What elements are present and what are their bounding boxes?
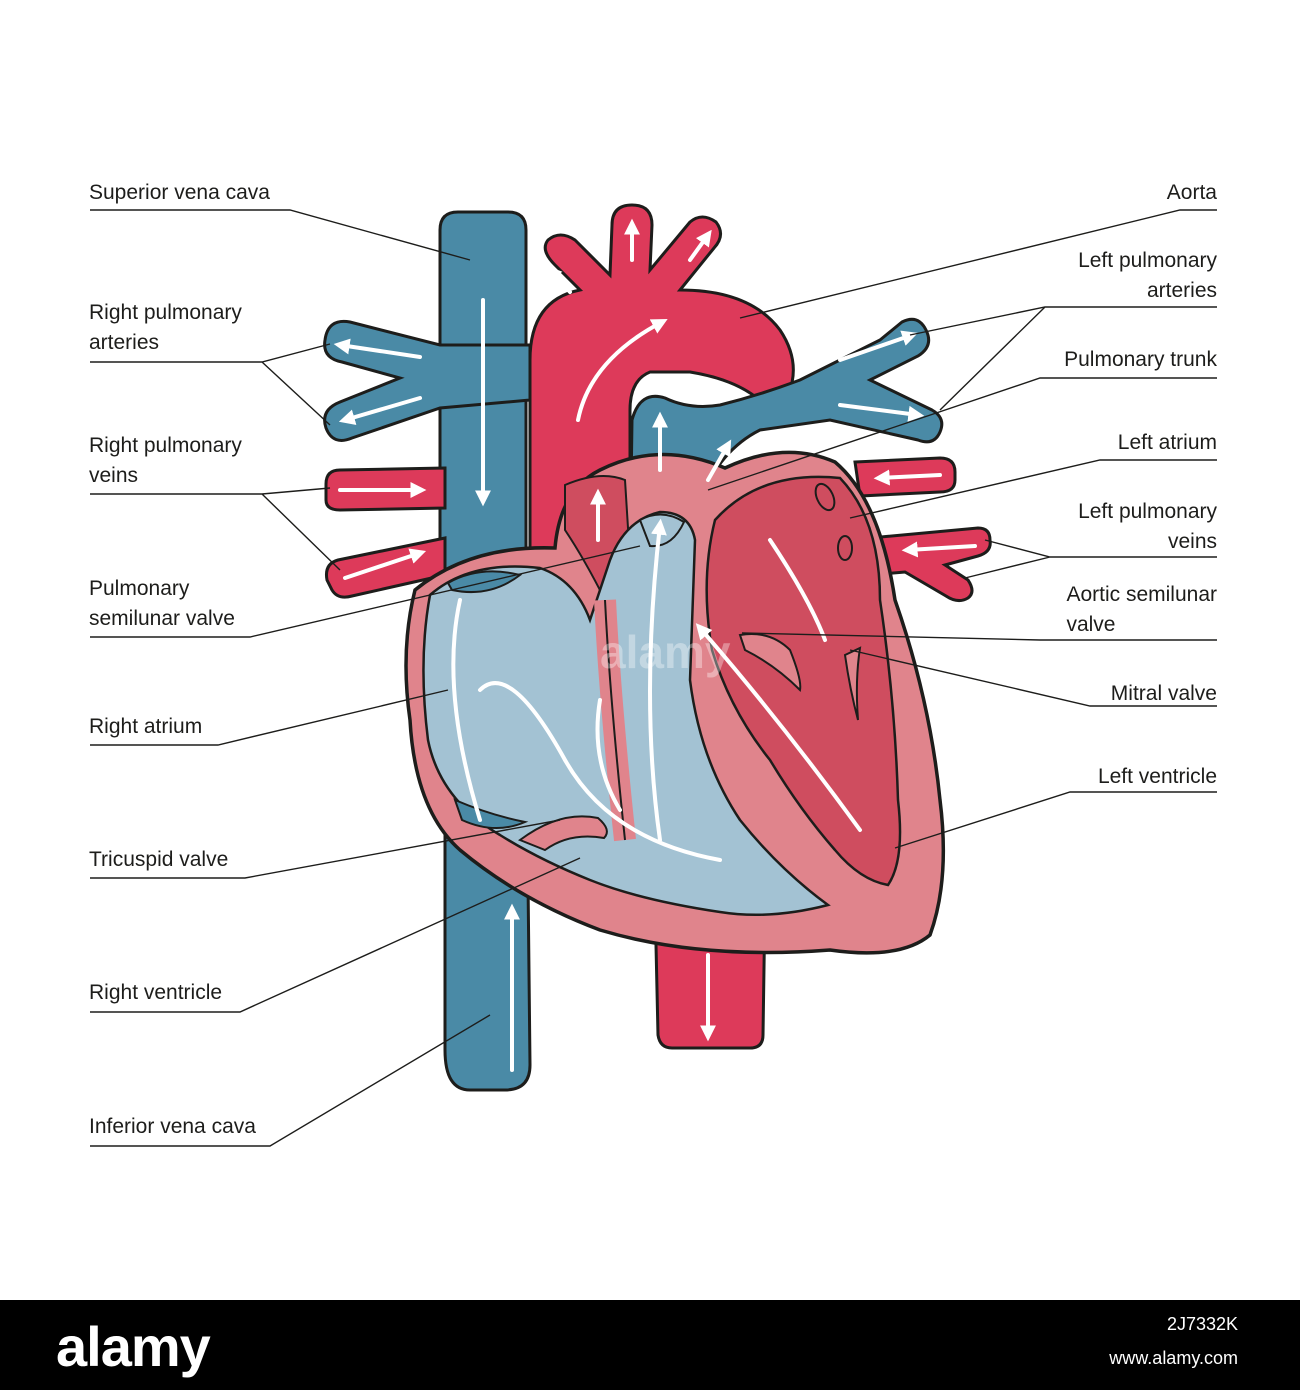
leader-aortic-semilunar-valve [741,632,1217,641]
label-right-ventricle: Right ventricle [89,981,223,1004]
right-pulmonary-vein-arrow-2 [343,548,427,580]
leader-left-ventricle [894,791,1217,849]
leader-right-pulmonary-arteries [90,343,331,426]
label-left-pulmonary-arteries: Left pulmonary arteries [1078,246,1217,306]
right-pulmonary-artery-arrow-2 [338,396,422,425]
mitral-flow-line [768,538,827,642]
septum-flow-line [595,698,622,812]
label-pulmonary-trunk: Pulmonary trunk [1064,348,1217,371]
label-left-pulmonary-veins: Left pulmonary veins [1078,497,1217,557]
leader-right-atrium [90,689,449,746]
watermark-footer: alamy 2J7332K www.alamy.com [0,1300,1300,1390]
label-inferior-vena-cava: Inferior vena cava [89,1115,256,1138]
aortic-arch-flow-arrow [576,319,668,422]
label-right-pulmonary-veins: Right pulmonary veins [89,431,242,491]
watermark-logo: alamy [56,1315,211,1378]
interventricular-septum [594,599,636,842]
label-tricuspid-valve: Tricuspid valve [89,848,229,871]
label-right-pulmonary-arteries-line2: arteries [89,331,160,354]
label-pulmonary-semilunar-valve-line2: semilunar valve [89,607,235,630]
watermark-url: www.alamy.com [1109,1348,1238,1368]
aorta-branch-arrow-3 [688,229,712,262]
left-pulmonary-artery-arrow-1 [838,330,919,362]
label-pulmonary-semilunar-valve: Pulmonary semilunar valve [89,574,235,634]
label-pulmonary-semilunar-valve-line1: Pulmonary [89,577,190,600]
label-aortic-semilunar-valve: Aortic semilunar valve [1066,580,1217,640]
label-aortic-semilunar-valve-line1: Aortic semilunar [1066,583,1217,606]
label-right-pulmonary-veins-line1: Right pulmonary [89,434,242,457]
label-right-pulmonary-veins-line2: veins [89,464,139,487]
leader-superior-vena-cava [90,209,471,261]
left-pulmonary-vein-arrow-1 [873,469,942,486]
label-left-pulmonary-veins-line1: Left pulmonary [1078,500,1217,523]
leader-right-ventricle [90,857,581,1013]
heart-diagram [90,203,1217,1147]
left-pulmonary-artery-arrow-2 [838,403,925,422]
leader-left-pulmonary-arteries [909,306,1217,411]
leader-left-pulmonary-veins [964,539,1217,579]
diagram-canvas: alamy Superior vena cava Right pulmonary… [89,181,1217,1147]
leader-aorta [739,209,1217,319]
aorta-branch-arrow-1 [545,265,572,294]
left-pulmonary-vein-arrow-2 [901,541,977,558]
leader-lines [90,209,1217,1147]
label-right-pulmonary-arteries-line1: Right pulmonary [89,301,242,324]
label-mitral-valve: Mitral valve [1110,682,1217,705]
label-left-pulmonary-veins-line2: veins [1167,530,1217,553]
flow-arrows [333,218,977,1072]
label-aortic-semilunar-valve-line2: valve [1066,613,1116,636]
leader-tricuspid-valve [90,819,561,879]
right-ventricle-outflow-arrow [648,518,667,842]
label-superior-vena-cava: Superior vena cava [89,181,270,204]
leader-pulmonary-semilunar-valve [90,545,641,638]
label-right-pulmonary-arteries: Right pulmonary arteries [89,298,242,358]
label-left-pulmonary-arteries-line2: arteries [1146,279,1217,302]
pulmonary-trunk-arrow-2 [706,439,732,482]
leader-right-pulmonary-veins [90,487,341,571]
leader-mitral-valve [849,649,1217,707]
leader-inferior-vena-cava [90,1014,491,1147]
left-chamber [705,475,902,887]
mitral-valve [843,646,862,721]
right-ventricle-flow-line [478,681,722,862]
watermark-image-id: 2J7332K [1166,1314,1238,1334]
left-ventricle-outflow-arrow [695,623,862,832]
aortic-semilunar-valve [738,633,802,693]
label-aorta: Aorta [1166,181,1217,204]
right-pulmonary-artery-arrow-1 [333,338,422,359]
leader-pulmonary-trunk [707,377,1217,491]
leader-left-atrium [849,459,1217,519]
label-left-ventricle: Left ventricle [1097,765,1217,788]
label-left-atrium: Left atrium [1117,431,1217,454]
label-left-pulmonary-arteries-line1: Left pulmonary [1078,249,1217,272]
label-right-atrium: Right atrium [89,715,203,738]
right-atrium-flow-line [451,598,482,822]
